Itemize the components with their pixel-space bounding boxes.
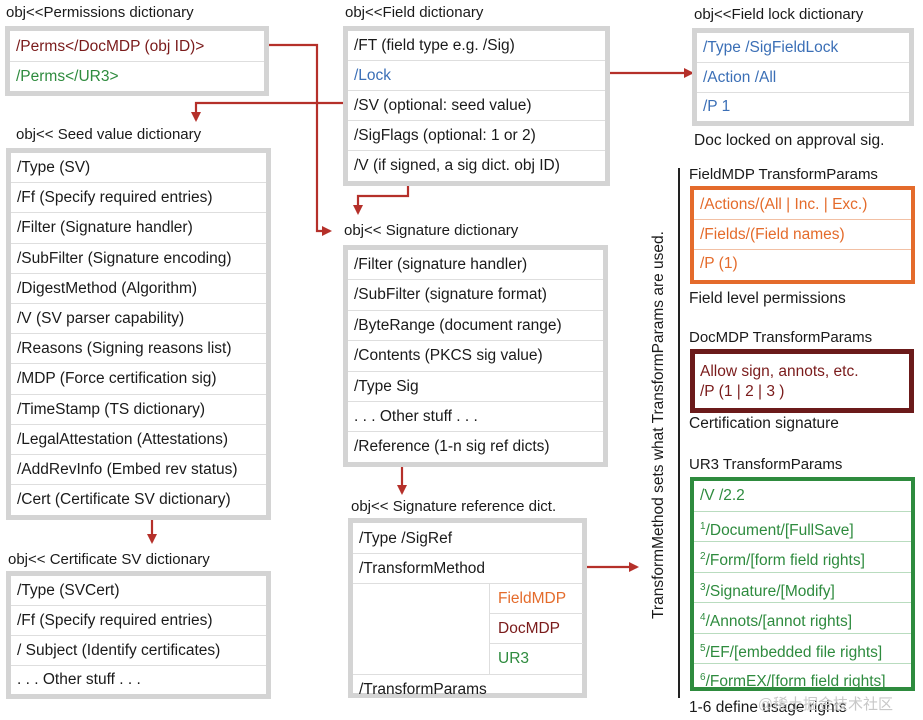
fieldmdp-p-row: /P (1): [700, 255, 738, 272]
ref-methods-cell: FieldMDP DocMDP UR3: [489, 584, 583, 674]
arrow-perms-to-signature: [262, 43, 332, 236]
ur3-annots-text: /Annots/[annot rights]: [705, 613, 853, 631]
ur3-signature-text: /Signature/[Modify]: [705, 582, 835, 600]
method-docmdp: DocMDP: [490, 614, 583, 644]
ref-dict-title: obj<< Signature reference dict.: [351, 498, 557, 515]
ur3-ef-row: 5/EF/[embedded file rights]: [694, 634, 911, 664]
lock-dict-title: obj<<Field lock dictionary: [694, 6, 864, 23]
field-dict-title: obj<<Field dictionary: [345, 4, 484, 21]
ur3-sup-1: 1: [700, 520, 706, 532]
signature-dict-title: obj<< Signature dictionary: [344, 222, 519, 239]
fieldmdp-title: FieldMDP TransformParams: [689, 166, 878, 183]
sig-byterange-row: /ByteRange (document range): [348, 311, 603, 342]
cert-dict-title: obj<< Certificate SV dictionary: [8, 551, 210, 568]
ur3-title: UR3 TransformParams: [689, 456, 843, 473]
permissions-dict-title: obj<<Permissions dictionary: [6, 4, 194, 21]
sig-filter-row: /Filter (signature handler): [348, 250, 603, 281]
ur3-caption: 1-6 define usage rights: [689, 699, 847, 716]
ref-methods-block: FieldMDP DocMDP UR3: [353, 584, 583, 675]
ur3-sup-3: 3: [700, 581, 706, 593]
fieldmdp-box: /Actions/(All | Inc. | Exc.) /Fields/(Fi…: [690, 186, 915, 284]
seed-legalattestation-row: /LegalAttestation (Attestations): [11, 425, 266, 455]
field-dict-box: /FT (field type e.g. /Sig) /Lock /SV (op…: [343, 26, 610, 186]
ref-transformmethod-row: /TransformMethod: [353, 554, 582, 584]
ref-type-row: /Type /SigRef: [353, 523, 582, 554]
sig-other-row: . . . Other stuff . . .: [348, 402, 603, 433]
docmdp-caption: Certification signature: [689, 415, 839, 432]
perms-ur3-row: /Perms</UR3>: [16, 68, 119, 85]
seed-timestamp-row: /TimeStamp (TS dictionary): [11, 395, 266, 425]
permissions-dict-box: /Perms</DocMDP (obj ID)> /Perms</UR3>: [5, 26, 269, 96]
ur3-document-text: /Document/[FullSave]: [705, 521, 854, 539]
seed-mdp-row: /MDP (Force certification sig): [11, 364, 266, 395]
perms-docmdp-row: /Perms</DocMDP (obj ID)>: [10, 31, 264, 62]
seed-dict-title: obj<< Seed value dictionary: [16, 126, 202, 143]
seed-cert-row: /Cert (Certificate SV dictionary): [17, 491, 231, 509]
field-sv-row: /SV (optional: seed value): [348, 91, 605, 121]
cert-type-row: /Type (SVCert): [11, 576, 266, 606]
seed-type-row: /Type (SV): [11, 153, 266, 184]
method-ur3: UR3: [498, 650, 530, 667]
ref-transformparams-row: /TransformParams: [359, 681, 487, 698]
signature-dict-box: /Filter (signature handler) /SubFilter (…: [343, 245, 608, 467]
ur3-document-row: 1/Document/[FullSave]: [694, 512, 911, 542]
ur3-box: /V /2.2 1/Document/[FullSave] 2/Form/[fo…: [690, 477, 915, 691]
seed-ff-row: /Ff (Specify required entries): [11, 183, 266, 214]
lock-type-row: /Type /SigFieldLock: [697, 33, 909, 63]
seed-reasons-row: /Reasons (Signing reasons list): [11, 334, 266, 365]
sig-type-row: /Type Sig: [348, 372, 603, 402]
ur3-v-row: /V /2.2: [694, 481, 911, 512]
arrow-sv-to-seed: [191, 101, 345, 122]
method-fieldmdp: FieldMDP: [490, 584, 583, 614]
docmdp-p-row: /P (1 | 2 | 3 ): [700, 383, 785, 400]
ur3-form-row: 2/Form/[form field rights]: [694, 542, 911, 573]
field-sigflags-row: /SigFlags (optional: 1 or 2): [348, 121, 605, 151]
ur3-v-text: /V /2.2: [700, 487, 745, 504]
ur3-formex-text: /FormEX/[form field rights]: [705, 673, 886, 691]
ur3-sup-6: 6: [700, 672, 706, 683]
ref-dict-box: /Type /SigRef /TransformMethod FieldMDP …: [348, 518, 587, 698]
seed-v-row: /V (SV parser capability): [11, 304, 266, 335]
ur3-form-text: /Form/[form field rights]: [705, 552, 865, 570]
docmdp-box: Allow sign, annots, etc. /P (1 | 2 | 3 ): [690, 349, 914, 413]
seed-digestmethod-row: /DigestMethod (Algorithm): [11, 274, 266, 304]
ur3-annots-row: 4/Annots/[annot rights]: [694, 603, 911, 634]
seed-addrevinfo-row: /AddRevInfo (Embed rev status): [11, 455, 266, 486]
sig-contents-row: /Contents (PKCS sig value): [348, 341, 603, 372]
ur3-sup-2: 2: [700, 551, 706, 562]
transformmethod-vertical-note: TransformMethod sets what TransformParam…: [650, 231, 667, 619]
fieldmdp-caption: Field level permissions: [689, 290, 846, 307]
watermark: @稀土掘金技术社区: [757, 696, 893, 713]
fieldmdp-fields-row: /Fields/(Field names): [694, 220, 911, 250]
ur3-formex-row: 6/FormEX/[form field rights]: [694, 664, 911, 692]
seed-dict-box: /Type (SV) /Ff (Specify required entries…: [6, 148, 271, 520]
seed-filter-row: /Filter (Signature handler): [11, 213, 266, 244]
field-ft-row: /FT (field type e.g. /Sig): [348, 31, 605, 61]
cert-dict-box: /Type (SVCert) /Ff (Specify required ent…: [6, 571, 271, 699]
cert-other-row: . . . Other stuff . . .: [17, 671, 141, 688]
field-v-row: /V (if signed, a sig dict. obj ID): [354, 157, 560, 174]
ur3-sup-5: 5: [700, 642, 706, 654]
cert-ff-row: /Ff (Specify required entries): [11, 606, 266, 636]
ur3-signature-row: 3/Signature/[Modify]: [694, 573, 911, 603]
fieldmdp-actions-row: /Actions/(All | Inc. | Exc.): [694, 190, 911, 220]
sig-reference-row: /Reference (1-n sig ref dicts): [354, 438, 550, 456]
sig-subfilter-row: /SubFilter (signature format): [348, 280, 603, 311]
lock-dict-box: /Type /SigFieldLock /Action /All /P 1: [692, 28, 914, 126]
docmdp-title: DocMDP TransformParams: [689, 329, 873, 346]
field-lock-row: /Lock: [348, 61, 605, 91]
lock-p-row: /P 1: [703, 98, 731, 115]
lock-caption: Doc locked on approval sig.: [694, 132, 885, 149]
ur3-sup-4: 4: [700, 612, 706, 623]
seed-subfilter-row: /SubFilter (Signature encoding): [11, 244, 266, 274]
lock-action-row: /Action /All: [697, 63, 909, 93]
ur3-ef-text: /EF/[embedded file rights]: [705, 643, 883, 661]
arrow-v-to-signature: [353, 181, 410, 215]
cert-subject-row: / Subject (Identify certificates): [11, 636, 266, 666]
docmdp-allow-row: Allow sign, annots, etc.: [700, 363, 859, 380]
